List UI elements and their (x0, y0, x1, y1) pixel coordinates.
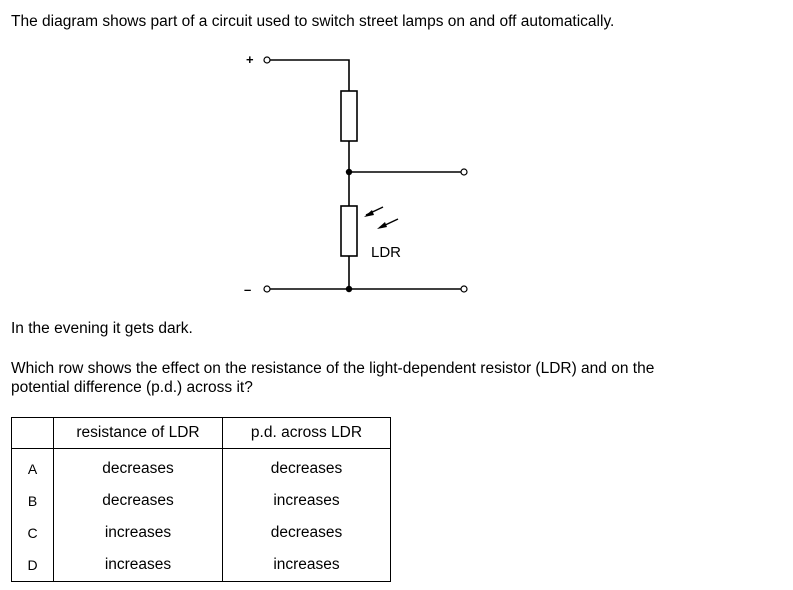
header-pd: p.d. across LDR (222, 417, 391, 449)
pd-cell: decreases (222, 517, 391, 549)
table-row-c: C increases decreases (11, 517, 391, 549)
plus-terminal-icon (263, 56, 271, 64)
header-resistance: resistance of LDR (53, 417, 223, 449)
option-letter: D (11, 549, 54, 582)
resistance-cell: decreases (53, 485, 223, 517)
table-header-row: resistance of LDR p.d. across LDR (11, 417, 391, 449)
pd-cell: increases (222, 549, 391, 582)
intro-text: The diagram shows part of a circuit used… (11, 13, 615, 30)
ldr-label: LDR (371, 244, 401, 261)
pd-cell: decreases (222, 448, 391, 485)
question-line-2: potential difference (p.d.) across it? (11, 379, 253, 396)
plus-terminal-label: + (246, 52, 254, 67)
output-terminal-bottom-icon (460, 285, 468, 293)
ldr-resistor (340, 205, 358, 257)
minus-terminal-icon (263, 285, 271, 293)
resistance-cell: increases (53, 517, 223, 549)
question-line-1: Which row shows the effect on the resist… (11, 360, 655, 377)
top-wire (270, 59, 350, 91)
light-arrows-icon (364, 206, 399, 229)
junction-dot-bottom (345, 285, 353, 293)
evening-text: In the evening it gets dark. (11, 320, 193, 337)
option-letter: B (11, 485, 54, 517)
option-letter: C (11, 517, 54, 549)
resistance-cell: decreases (53, 448, 223, 485)
header-blank (11, 417, 54, 449)
fixed-resistor (340, 90, 358, 142)
resistance-cell: increases (53, 549, 223, 582)
option-letter: A (11, 448, 54, 485)
answer-table: resistance of LDR p.d. across LDR A decr… (11, 417, 391, 582)
table-row-d: D increases increases (11, 549, 391, 582)
minus-terminal-label: – (244, 282, 251, 297)
circuit-diagram: + LDR – (244, 52, 468, 297)
pd-cell: increases (222, 485, 391, 517)
table-row-a: A decreases decreases (11, 448, 391, 485)
output-terminal-top-icon (460, 168, 468, 176)
table-row-b: B decreases increases (11, 485, 391, 517)
